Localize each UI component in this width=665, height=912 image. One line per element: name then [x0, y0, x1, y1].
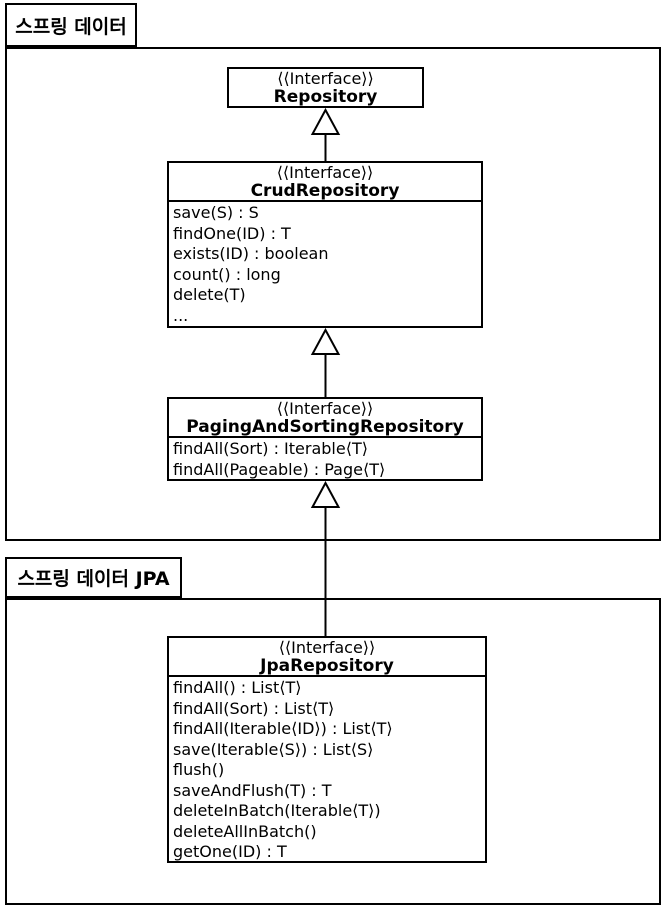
class-box-repository: ⟨⟨Interface⟩⟩ Repository [227, 67, 424, 108]
method-row: saveAndFlush(T) : T [173, 780, 332, 800]
method-row: count() : long [173, 264, 281, 284]
stereotype-label: ⟨⟨Interface⟩⟩ [276, 399, 374, 418]
method-row: deleteAllInBatch() [173, 821, 317, 841]
class-header: ⟨⟨Interface⟩⟩ CrudRepository [169, 163, 481, 202]
package-spring-data-jpa-label: 스프링 데이터 JPA [17, 568, 170, 590]
method-row: delete(T) [173, 285, 246, 304]
class-name: CrudRepository [250, 181, 400, 201]
method-row: findAll(Sort) : List⟨T⟩ [173, 698, 335, 718]
class-box-jpa-repository: ⟨⟨Interface⟩⟩ JpaRepository findAll() : … [167, 636, 487, 863]
method-list: findAll() : List⟨T⟩ findAll(Sort) : List… [169, 677, 485, 863]
method-row: findAll() : List⟨T⟩ [173, 678, 302, 697]
stereotype-label: ⟨⟨Interface⟩⟩ [277, 69, 374, 88]
class-header: ⟨⟨Interface⟩⟩ JpaRepository [169, 638, 485, 677]
method-row: findOne(ID) : T [173, 223, 291, 243]
class-name: JpaRepository [260, 656, 394, 676]
method-row: save(S) : S [173, 203, 259, 222]
method-row: deleteInBatch(Iterable⟨T⟩) [173, 801, 381, 820]
method-row: ... [173, 305, 189, 325]
class-header: ⟨⟨Interface⟩⟩ Repository [229, 69, 422, 107]
method-row: flush() [173, 760, 225, 779]
package-spring-data-label: 스프링 데이터 [15, 15, 127, 38]
class-box-paging-and-sorting-repository: ⟨⟨Interface⟩⟩ PagingAndSortingRepository… [167, 397, 483, 481]
method-row: findAll(Iterable⟨ID⟩) : List⟨T⟩ [173, 719, 393, 738]
method-row: getOne(ID) : T [173, 842, 287, 861]
method-row: findAll(Pageable) : Page⟨T⟩ [173, 459, 386, 479]
method-list: save(S) : S findOne(ID) : T exists(ID) :… [169, 202, 481, 326]
class-box-crud-repository: ⟨⟨Interface⟩⟩ CrudRepository save(S) : S… [167, 161, 483, 328]
method-list: findAll(Sort) : Iterable⟨T⟩ findAll(Page… [169, 438, 481, 480]
method-row: save(Iterable⟨S⟩) : List⟨S⟩ [173, 739, 374, 759]
package-spring-data-tab: 스프링 데이터 [5, 3, 137, 47]
class-name: Repository [273, 87, 378, 107]
method-row: exists(ID) : boolean [173, 244, 329, 263]
method-row: findAll(Sort) : Iterable⟨T⟩ [173, 439, 368, 458]
class-header: ⟨⟨Interface⟩⟩ PagingAndSortingRepository [169, 399, 481, 438]
stereotype-label: ⟨⟨Interface⟩⟩ [278, 638, 376, 657]
class-name: PagingAndSortingRepository [186, 417, 464, 437]
package-spring-data-jpa-tab: 스프링 데이터 JPA [5, 557, 182, 598]
stereotype-label: ⟨⟨Interface⟩⟩ [276, 163, 374, 182]
